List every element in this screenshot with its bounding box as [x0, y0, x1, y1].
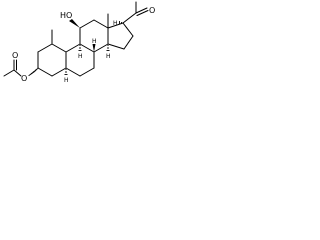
hydroxyl-label: HO: [60, 11, 72, 20]
ester-bond: [13, 69, 22, 77]
bond: [107, 22, 124, 29]
h8-label: H: [92, 38, 97, 45]
bond: [93, 43, 109, 53]
bond: [51, 43, 67, 53]
ring-b: [65, 43, 95, 77]
ester-oxygen-label: O: [21, 74, 27, 83]
ester-methyl-bond: [3, 69, 15, 77]
h9-hash-bond: [78, 45, 82, 51]
bond: [37, 43, 53, 53]
ring-c: [79, 19, 109, 53]
h5-label: H: [64, 77, 69, 84]
h9-label: H: [78, 53, 83, 60]
h17-hash-bond: [119, 21, 122, 24]
bond: [107, 43, 125, 50]
bond: [79, 67, 95, 77]
acetyl-bond: [122, 12, 137, 24]
ketone-bond-1: [135, 7, 148, 14]
ring-d: [107, 22, 134, 50]
h5-hash-bond: [64, 69, 68, 75]
ester-carbonyl-oxygen-label: O: [12, 51, 18, 60]
ring-a: [37, 43, 67, 77]
ketone-bond-2: [136, 10, 149, 16]
acetate-hash-bond: [28, 67, 39, 77]
bond: [93, 19, 109, 29]
bond: [65, 67, 81, 77]
h14-label: H: [106, 53, 111, 60]
hydroxyl-wedge-bond: [69, 19, 80, 28]
ketone-oxygen-label: O: [149, 6, 155, 15]
bond: [79, 43, 95, 53]
h8-wedge-bond: [92, 44, 96, 52]
bond: [123, 35, 134, 50]
bond: [79, 19, 95, 29]
steroid-structure-diagram: HO O O O H H H H: [3, 1, 155, 84]
h14-hash-bond: [106, 45, 110, 51]
bond: [37, 67, 53, 77]
h17-label: H: [113, 20, 118, 27]
bond: [51, 67, 67, 77]
bond: [122, 22, 134, 37]
bond: [65, 43, 81, 53]
